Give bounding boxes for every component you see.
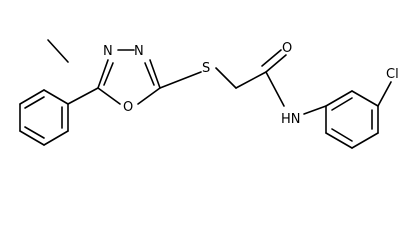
bond-ring2-e: [325, 132, 353, 149]
bonds: [19, 39, 392, 149]
bond-ring2-e-inner: [331, 128, 353, 142]
bond-ring1-b: [43, 89, 69, 105]
bond-c2-o: [97, 87, 121, 105]
bond-n3-c2: [97, 59, 109, 89]
bond-ring2-a-inner: [331, 97, 353, 111]
atom-cl: Cl: [386, 67, 399, 82]
bond-s-ch2: [215, 67, 237, 89]
atom-nh: HN: [281, 112, 301, 127]
atom-o-ring: O: [123, 100, 133, 115]
bond-ring1-e-inner: [24, 126, 45, 139]
bond-ring2-a: [325, 90, 353, 107]
bond-c5-s: [159, 71, 202, 89]
atom-s: S: [202, 61, 210, 76]
atom-o-carbonyl: O: [282, 41, 292, 56]
bond-c5-n4: [149, 59, 161, 89]
structure-diagram: N N O S O HN Cl: [19, 39, 399, 149]
atom-n4: N: [134, 44, 144, 59]
bond-carbonyl-n: [265, 71, 285, 107]
bond-carbonyl-o-double: [261, 49, 282, 67]
bond-methyl: [47, 39, 69, 63]
bond-aryl-oxadiazole: [67, 87, 99, 105]
bond-aryl-cl: [377, 81, 392, 107]
bond-c5-n4-double: [144, 62, 155, 86]
bond-o-c5: [137, 87, 161, 105]
atom-n3: N: [103, 44, 113, 59]
bond-n-aryl: [303, 105, 327, 115]
bond-ring2-d: [351, 132, 379, 149]
bond-n3-c2-double: [103, 62, 114, 86]
bond-ring1-a-inner: [24, 96, 45, 109]
bond-ring1-a: [19, 89, 45, 105]
bond-carbonyl-o: [265, 54, 287, 73]
bond-ch2-carbonyl: [235, 71, 267, 89]
molecule-drawing: N N O S O HN Cl: [19, 39, 399, 149]
bond-ring1-d: [43, 130, 69, 146]
bond-ring1-e: [19, 130, 45, 146]
atom-labels: N N O S O HN Cl: [103, 41, 399, 127]
bond-ring2-b: [351, 90, 379, 107]
